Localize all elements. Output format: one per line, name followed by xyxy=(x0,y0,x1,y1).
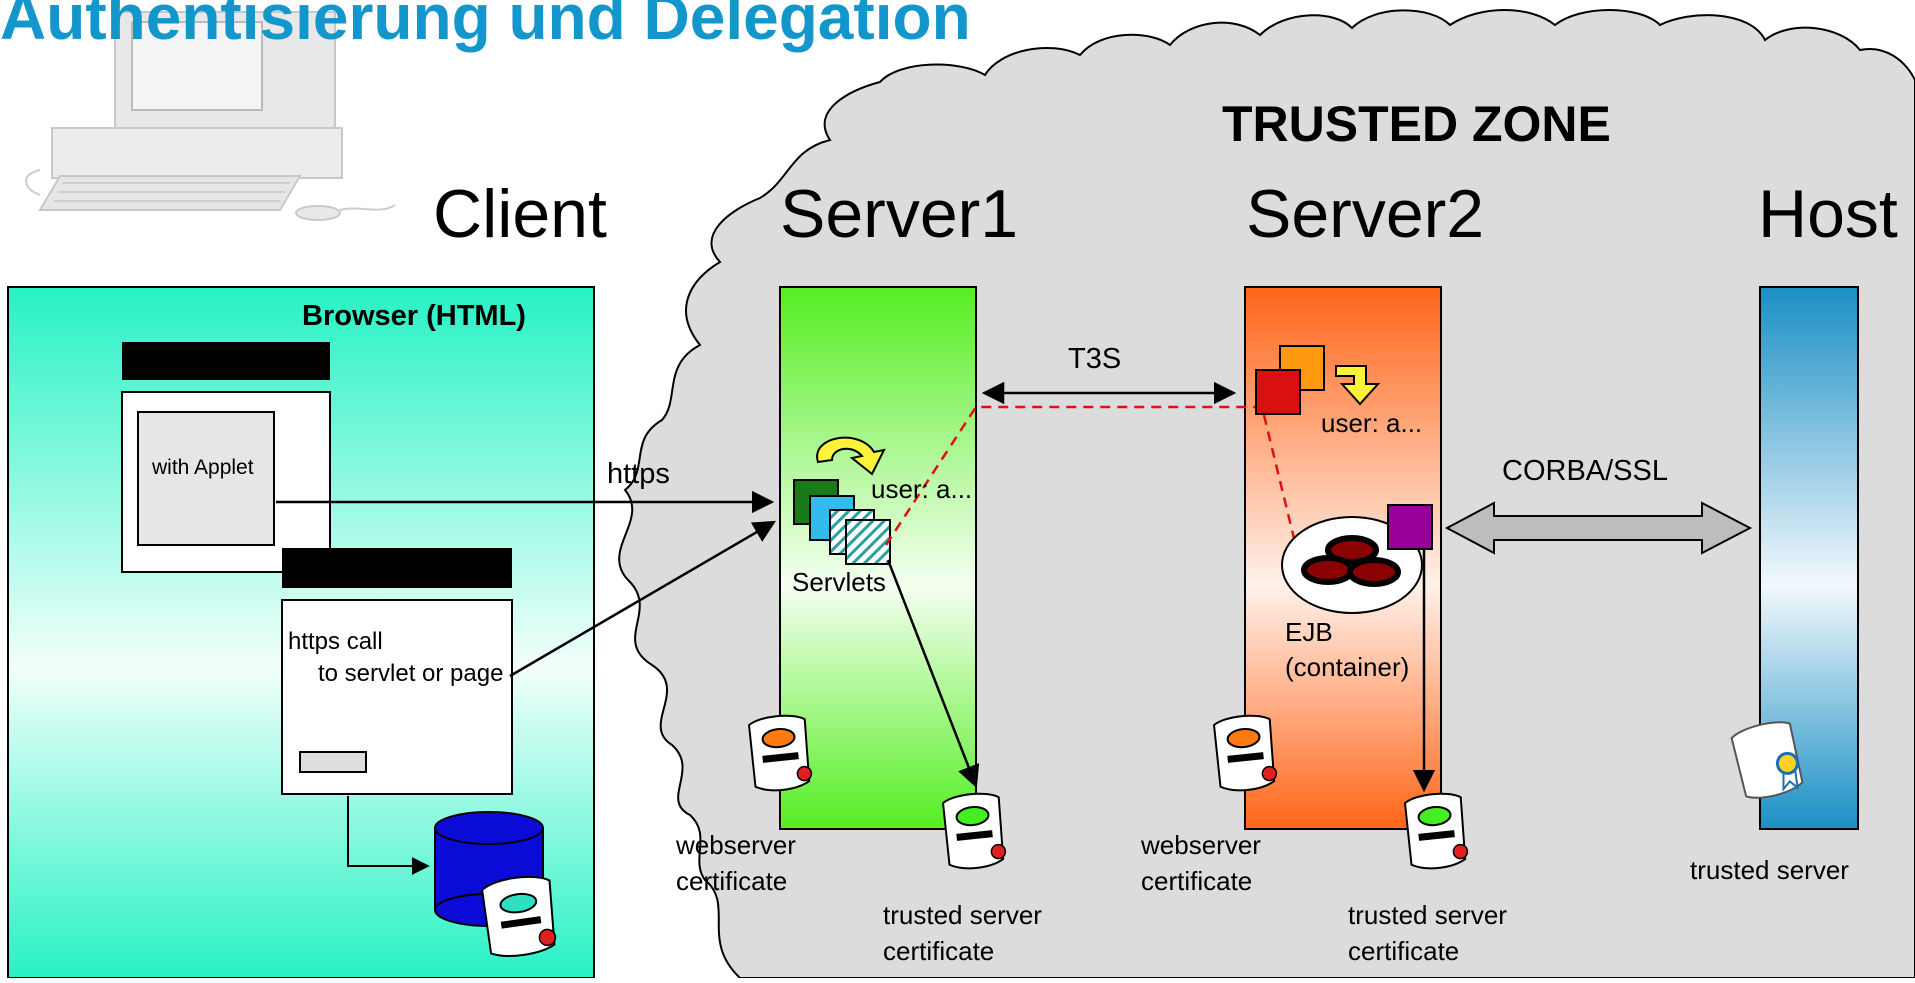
server1-user-label: user: a... xyxy=(871,474,973,504)
column-label-client: Client xyxy=(433,176,607,252)
corba-ssl-arrow xyxy=(1444,501,1753,555)
server1-trusted-certificate-icon xyxy=(941,792,1007,870)
page-label-line2: to servlet or page xyxy=(318,660,504,687)
applet-window-titlebar xyxy=(122,342,330,380)
delegation-dashed-line xyxy=(884,405,1302,564)
computer-icon xyxy=(25,11,396,221)
applet-box xyxy=(137,411,275,546)
page-button xyxy=(299,751,367,773)
page-title: Authentisierung und Delegation xyxy=(0,0,971,53)
ejb-square-purple xyxy=(1387,504,1433,550)
column-label-server1: Server1 xyxy=(780,176,1019,252)
column-label-server2: Server2 xyxy=(1246,176,1485,252)
server1-trusted-cert-line2: certificate xyxy=(883,936,995,966)
server2-user-label: user: a... xyxy=(1321,408,1423,438)
server1-webserver-cert-line2: certificate xyxy=(676,866,788,896)
page-window-titlebar xyxy=(282,548,512,588)
ejb-bean-2 xyxy=(1301,555,1355,585)
server1-webserver-cert-line1: webserver xyxy=(676,830,796,860)
trusted-zone-label: TRUSTED ZONE xyxy=(1222,96,1611,152)
https-arrow-page xyxy=(509,520,776,678)
ejb-label-line1: EJB xyxy=(1285,617,1333,647)
delegation-arrow-icon xyxy=(816,436,886,476)
servlet-to-trusted-cert-arrow xyxy=(886,559,980,789)
server1-trusted-cert-line1: trusted server xyxy=(883,900,1042,930)
t3s-label: T3S xyxy=(1068,343,1122,375)
applet-label: with Applet xyxy=(152,456,254,479)
server2-trusted-cert-line2: certificate xyxy=(1348,936,1460,966)
server2-arrow-icon xyxy=(1335,365,1381,406)
host-trusted-server-label: trusted server xyxy=(1690,855,1849,885)
corba-ssl-label: CORBA/SSL xyxy=(1502,455,1668,487)
server2-webserver-certificate-icon xyxy=(1212,714,1278,792)
page-to-db-connector xyxy=(347,796,430,875)
page-label-line1: https call xyxy=(288,628,383,655)
column-label-host: Host xyxy=(1758,176,1898,252)
server2-trusted-cert-line1: trusted server xyxy=(1348,900,1507,930)
browser-label: Browser (HTML) xyxy=(302,300,526,332)
server1-webserver-certificate-icon xyxy=(747,714,813,792)
servlets-label: Servlets xyxy=(792,567,886,597)
browser-certificate-icon xyxy=(481,875,557,957)
server2-trusted-certificate-icon xyxy=(1403,792,1469,870)
https-label: https xyxy=(607,458,670,490)
servlet-square-hatched-2 xyxy=(845,519,891,565)
host-certificate-icon xyxy=(1730,721,1804,799)
ejb-bean-1 xyxy=(1325,535,1379,565)
bean-square-red xyxy=(1255,369,1301,415)
ejb-bean-3 xyxy=(1347,557,1401,587)
server2-webserver-cert-line2: certificate xyxy=(1141,866,1253,896)
ejb-label-line2: (container) xyxy=(1285,652,1410,682)
server2-webserver-cert-line1: webserver xyxy=(1141,830,1261,860)
